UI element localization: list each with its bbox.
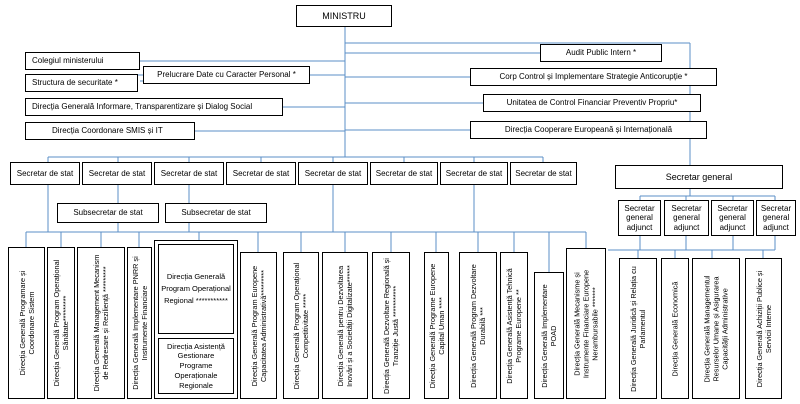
subsecretar-de-stat-1: Subsecretar de stat bbox=[57, 203, 159, 223]
secretar-general-adjunct-3: Secretar general adjunct bbox=[711, 200, 754, 236]
directie-asistenta-gestionare: Direcția Asistență Gestionare Programe O… bbox=[158, 338, 234, 394]
colegiul-ministerului-box: Colegiul ministerului bbox=[25, 52, 140, 70]
secretar-general-adjunct-4: Secretar general adjunct bbox=[756, 200, 796, 236]
directie-dezvoltare-regionala: Direcția Generală Dezvoltare Regională ș… bbox=[372, 252, 410, 399]
corp-control-box: Corp Control și Implementare Strategie A… bbox=[470, 68, 717, 86]
structura-securitate-box: Structura de securitate * bbox=[25, 74, 138, 92]
directie-programare-coordonare: Direcția Generală Programare și Coordona… bbox=[8, 247, 45, 399]
secretar-de-stat-1: Secretar de stat bbox=[10, 162, 80, 185]
secretar-de-stat-5: Secretar de stat bbox=[298, 162, 368, 185]
directie-capital-uman: Direcția Generală Programe Europene Capi… bbox=[424, 252, 449, 399]
directie-mecanisme-nerambursabile: Direcția Generală Mecanisme și Instrumen… bbox=[566, 248, 606, 399]
directie-implementare-pnrr: Direcția Generală Implementare PNRR și I… bbox=[127, 247, 152, 399]
ucfpp-box: Unitatea de Control Financiar Preventiv … bbox=[483, 94, 701, 112]
directie-resurse-umane: Direcția Generală Managementul Resurselo… bbox=[692, 258, 740, 399]
subsecretar-de-stat-2: Subsecretar de stat bbox=[165, 203, 267, 223]
directie-mecanism-redresare: Direcția Generală Management Mecanism de… bbox=[77, 247, 125, 399]
directie-program-operational-regional: Direcția Generală Program Operațional Re… bbox=[158, 244, 234, 334]
secretar-de-stat-6: Secretar de stat bbox=[370, 162, 438, 185]
secretar-de-stat-2: Secretar de stat bbox=[82, 162, 152, 185]
secretar-general-adjunct-1: Secretar general adjunct bbox=[618, 200, 661, 236]
directie-por-group: Direcția Generală Program Operațional Re… bbox=[154, 240, 238, 399]
directie-juridica: Direcția Generală Juridică și Relația cu… bbox=[619, 258, 657, 399]
secretar-de-stat-3: Secretar de stat bbox=[154, 162, 224, 185]
directie-economica: Direcția Generală Economică bbox=[661, 258, 689, 399]
prelucrare-date-box: Prelucrare Date cu Caracter Personal * bbox=[143, 66, 310, 84]
secretar-general-adjunct-2: Secretar general adjunct bbox=[664, 200, 709, 236]
secretar-de-stat-4: Secretar de stat bbox=[226, 162, 296, 185]
audit-public-intern-box: Audit Public Intern * bbox=[540, 44, 662, 62]
directie-implementare-poad: Direcția Generală Implementare POAD bbox=[534, 272, 564, 399]
directie-societate-digitalizata: Direcția Generală pentru Dezvoltarea Ino… bbox=[322, 252, 368, 399]
directie-competitivitate: Direcția Generală Program Operațional Co… bbox=[283, 252, 319, 399]
dg-informare-box: Direcția Generală Informare, Transparent… bbox=[25, 98, 283, 116]
directie-pos-sanatate: Direcția Generală Program Operațional Să… bbox=[47, 247, 75, 399]
directia-cooperare-box: Direcția Cooperare Europeană și Internaț… bbox=[470, 121, 707, 139]
secretar-de-stat-7: Secretar de stat bbox=[440, 162, 508, 185]
secretar-de-stat-8: Secretar de stat bbox=[510, 162, 577, 185]
directie-capacitate-administrativa: Direcția Generală Program Europene Capac… bbox=[240, 252, 277, 399]
directia-smis-it-box: Direcția Coordonare SMIS și IT bbox=[25, 122, 195, 140]
directie-dezvoltare-durabila: Direcția Generală Program Dezvoltare Dur… bbox=[459, 252, 497, 399]
ministru-box: MINISTRU bbox=[296, 5, 392, 27]
secretar-general-box: Secretar general bbox=[615, 165, 783, 189]
directie-asistenta-tehnica: Direcția Generală Asistență Tehnică Prog… bbox=[500, 252, 528, 399]
directie-achizitii-publice: Direcția Generală Achiziții Publice și S… bbox=[745, 258, 782, 399]
